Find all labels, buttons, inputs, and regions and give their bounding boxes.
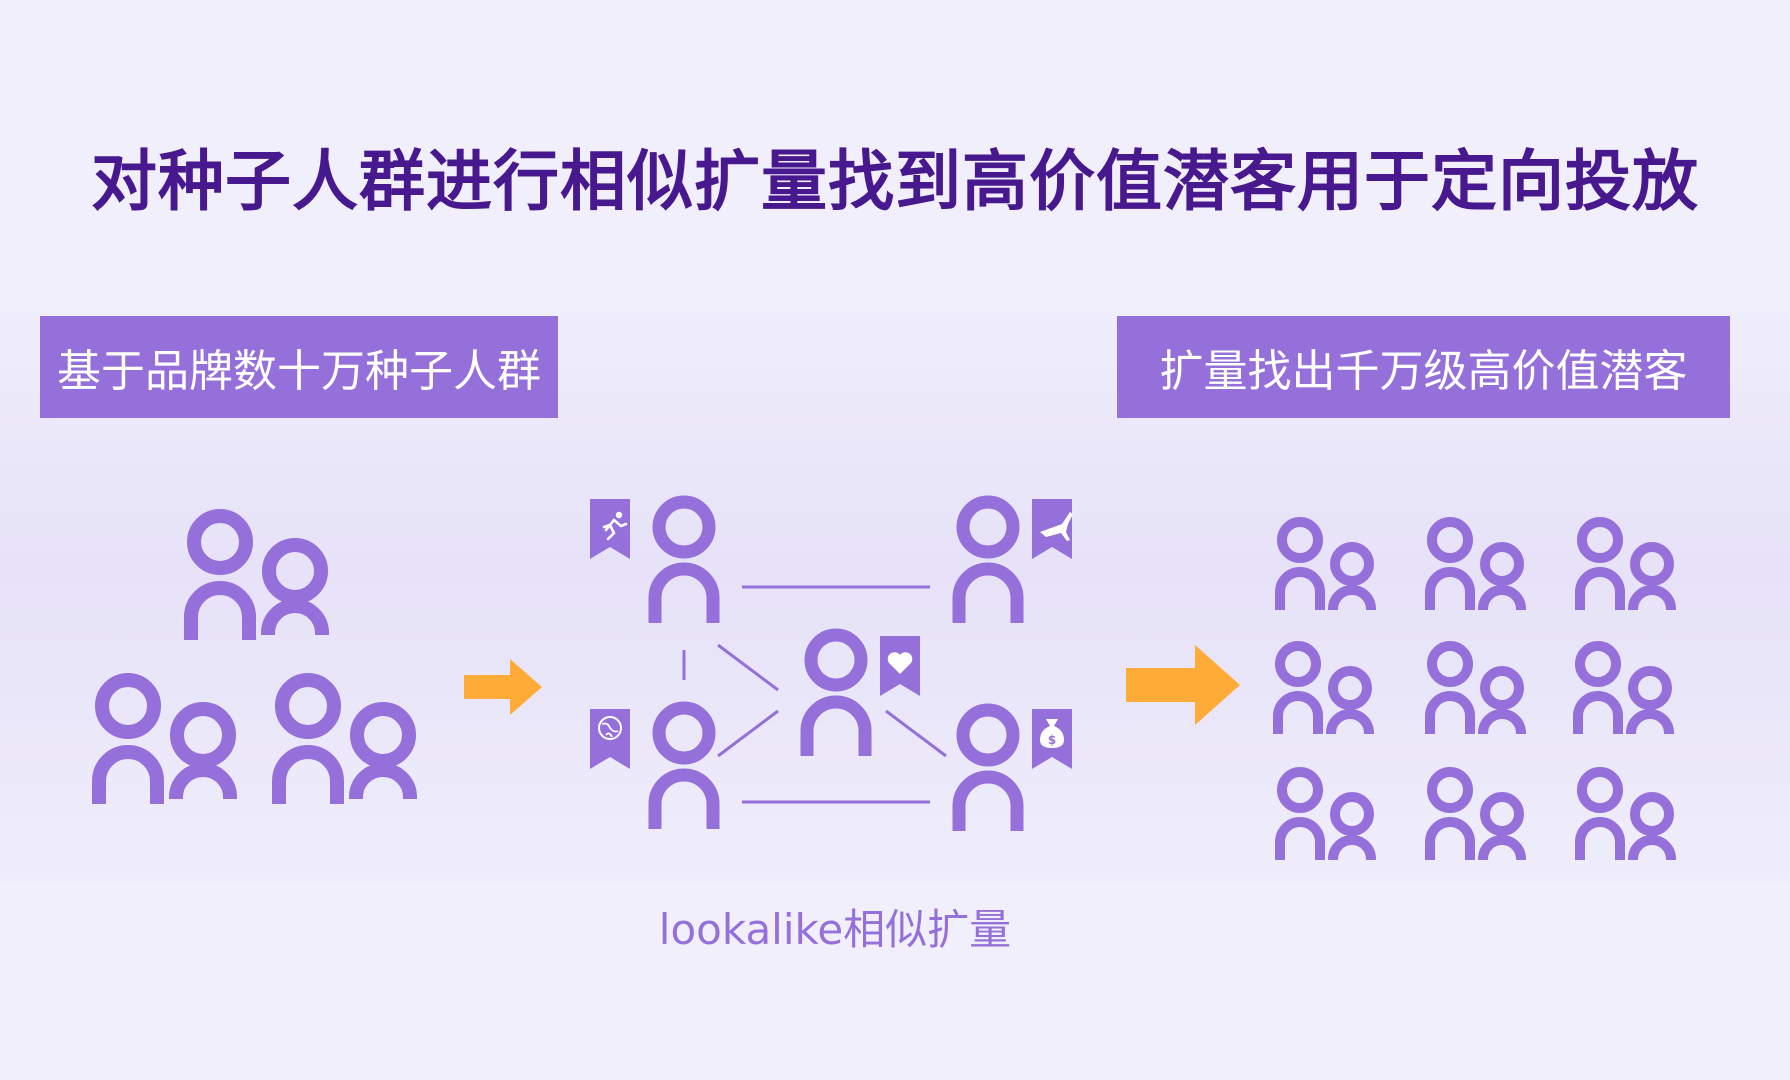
seed-people-group	[99, 516, 410, 804]
network-node-top-right	[959, 502, 1017, 623]
people-icon	[99, 680, 230, 804]
expanded-people-grid	[1278, 522, 1671, 860]
people-icon	[1430, 772, 1521, 860]
network-node-bottom-right	[959, 710, 1017, 831]
people-icon	[191, 516, 322, 640]
people-icon	[1430, 522, 1521, 610]
people-icon	[1278, 646, 1369, 734]
arrow-right-icon	[464, 659, 542, 715]
money-bag-icon: $	[1032, 709, 1072, 769]
people-icon	[279, 680, 410, 804]
arrow-right-icon	[1126, 645, 1240, 725]
network-node-top-left	[655, 502, 713, 623]
expanded-crowd-label: 扩量找出千万级高价值潜客	[1117, 316, 1730, 418]
people-icon	[1280, 522, 1371, 610]
lookalike-caption-text: lookalike相似扩量	[658, 905, 1012, 954]
running-icon	[590, 499, 630, 559]
network-node-bottom-left	[655, 708, 713, 829]
seed-crowd-label-text: 基于品牌数十万种子人群	[57, 346, 541, 397]
people-icon	[1280, 772, 1371, 860]
globe-icon	[590, 709, 630, 769]
people-icon	[1578, 646, 1669, 734]
network-lines	[682, 585, 947, 804]
expanded-crowd-label-text: 扩量找出千万级高价值潜客	[1159, 346, 1688, 397]
people-icon	[1430, 646, 1521, 734]
seed-crowd-label: 基于品牌数十万种子人群	[40, 316, 558, 418]
lookalike-caption: lookalike相似扩量	[0, 896, 1670, 957]
page-title: 对种子人群进行相似扩量找到高价值潜客用于定向投放	[91, 143, 1699, 220]
people-icon	[1580, 522, 1671, 610]
heart-icon	[880, 636, 920, 696]
network-node-center	[807, 635, 865, 756]
svg-text:$: $	[1048, 733, 1056, 747]
people-icon	[1580, 772, 1671, 860]
airplane-icon	[1032, 499, 1073, 559]
